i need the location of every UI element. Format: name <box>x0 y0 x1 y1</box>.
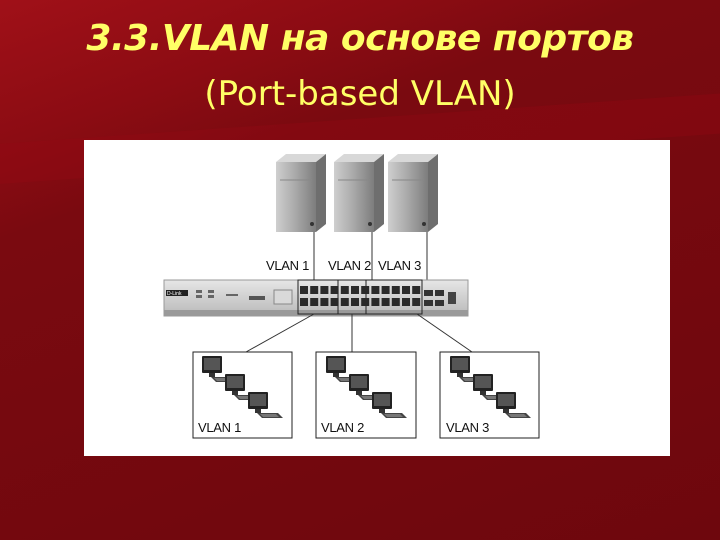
network-switch: D-Link <box>163 279 469 317</box>
switch-vlan1-label: VLAN 1 <box>266 258 309 273</box>
vlan-diagram: VLAN 1 VLAN 2 VLAN 3 D-Link <box>84 140 670 456</box>
group-vlan1-label: VLAN 1 <box>198 420 241 435</box>
group-3-link <box>416 313 473 353</box>
switch-port <box>310 298 319 306</box>
switch-ports <box>300 286 421 306</box>
slide-title: 3.3.VLAN на основе портов <box>86 18 634 59</box>
switch-port <box>391 298 400 306</box>
switch-port <box>412 298 421 306</box>
switch-port <box>371 298 380 306</box>
switch-port <box>351 286 359 294</box>
switch-port <box>361 298 370 306</box>
switch-brand: D-Link <box>167 291 182 297</box>
group-vlan2-label: VLAN 2 <box>321 420 364 435</box>
switch-port <box>300 298 308 306</box>
switch-port <box>300 286 308 294</box>
switch-port <box>351 298 359 306</box>
switch-port <box>391 286 400 294</box>
vlan3-workstation-group: VLAN 3 <box>439 351 540 439</box>
switch-port <box>340 298 349 306</box>
switch-vlan3-label: VLAN 3 <box>378 258 421 273</box>
vlan-diagram-svg: VLAN 1 VLAN 2 VLAN 3 D-Link <box>163 154 540 439</box>
switch-port <box>340 286 349 294</box>
switch-port <box>381 298 390 306</box>
switch-vlan3-ports <box>365 279 423 315</box>
switch-vlan2-label: VLAN 2 <box>328 258 371 273</box>
server-2-icon <box>334 154 384 232</box>
group-1-link <box>245 313 315 353</box>
switch-port <box>320 298 329 306</box>
vlan2-workstation-group: VLAN 2 <box>315 351 417 439</box>
switch-port <box>402 298 410 306</box>
group-vlan3-label: VLAN 3 <box>446 420 489 435</box>
vlan1-workstation-group: VLAN 1 <box>192 351 293 439</box>
switch-port <box>371 286 380 294</box>
switch-port <box>412 286 421 294</box>
switch-port <box>402 286 410 294</box>
switch-port <box>381 286 390 294</box>
switch-port <box>310 286 319 294</box>
switch-port <box>330 286 339 294</box>
switch-port <box>361 286 370 294</box>
server-1-icon <box>276 154 326 232</box>
slide-subtitle: (Port-based VLAN) <box>204 74 516 114</box>
server-3-icon <box>388 154 438 232</box>
switch-port <box>330 298 339 306</box>
switch-port <box>320 286 329 294</box>
